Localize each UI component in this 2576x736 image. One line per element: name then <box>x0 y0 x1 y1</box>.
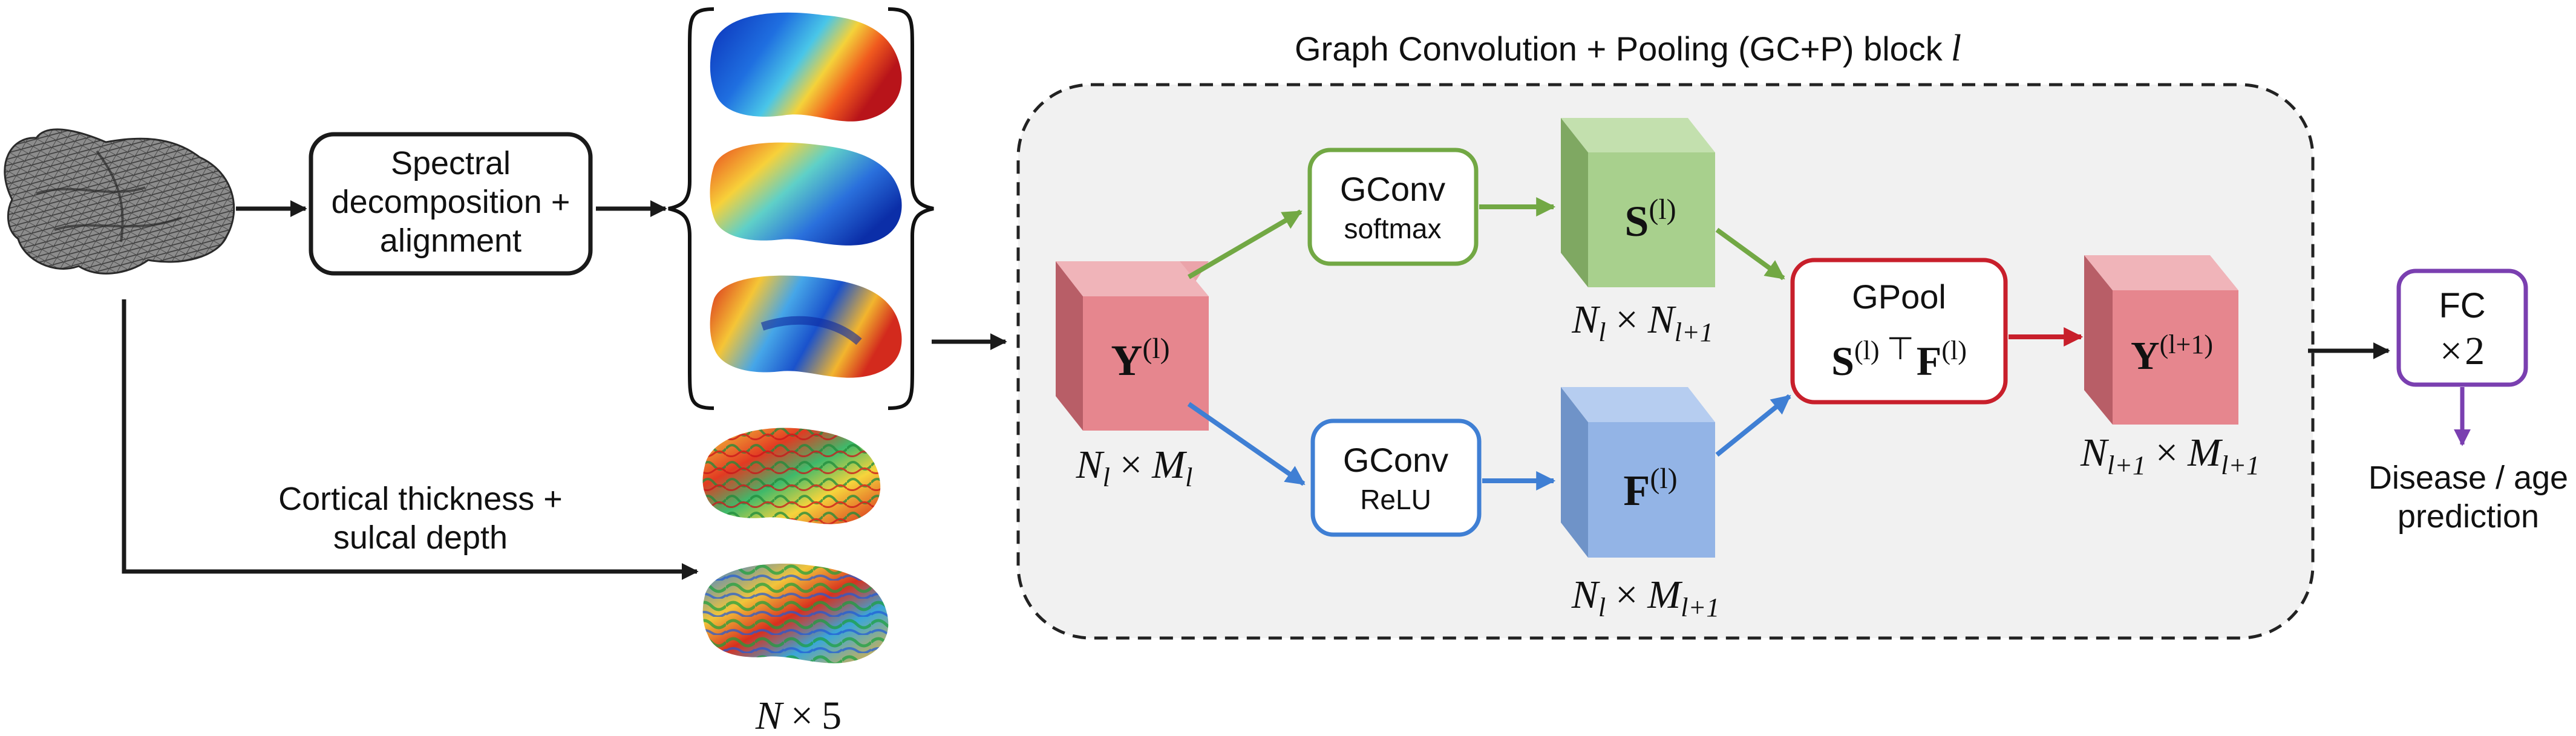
gpool-title: GPool <box>1852 278 1946 316</box>
eigenvector-surface-icon <box>710 12 902 122</box>
sulcal-depth-surface-icon <box>702 564 889 663</box>
arrow-brain-to-thickness <box>122 299 699 580</box>
spectral-line-1: Spectral <box>391 145 511 181</box>
arrow-y-to-gconv-bottom <box>1187 402 1306 486</box>
output-line-2: prediction <box>2398 498 2539 535</box>
block-title: Graph Convolution + Pooling (GC+P) block… <box>1295 28 1961 69</box>
gconv-bottom-activation: ReLU <box>1360 484 1431 515</box>
arrow-s-to-gpool <box>1715 227 1785 281</box>
spectral-line-3: alignment <box>380 223 521 259</box>
eigenvector-surface-icon <box>710 142 902 246</box>
fc-count: ×2 <box>2440 329 2485 373</box>
fc-title: FC <box>2439 286 2485 325</box>
cube-s-label: S(l) <box>1624 194 1676 246</box>
cube-f <box>1561 387 1715 558</box>
cube-y <box>1056 261 1209 431</box>
arrow-y-to-gconv-top <box>1187 209 1303 279</box>
thickness-line-1: Cortical thickness + <box>278 481 563 517</box>
dim-y-label: Nl×Ml <box>1076 443 1193 492</box>
gconv-top-activation: softmax <box>1344 213 1441 244</box>
output-line-1: Disease / age <box>2368 460 2568 496</box>
dim-f-label: Nl×Ml+1 <box>1571 573 1719 622</box>
gconv-relu-box <box>1310 418 1482 537</box>
left-brace <box>668 7 714 410</box>
thickness-surface-icon <box>702 428 881 524</box>
cube-y-next-label: Y(l+1) <box>2131 330 2213 378</box>
arrow-f-to-gpool <box>1715 394 1791 457</box>
brain-mesh-icon <box>4 128 235 275</box>
right-brace <box>888 7 934 410</box>
cube-s <box>1561 118 1715 287</box>
spectral-line-2: decomposition + <box>332 184 570 220</box>
fc-box <box>2396 269 2528 387</box>
cube-y-next <box>2084 255 2238 425</box>
spectral-decomposition-box <box>309 132 593 276</box>
gpool-formula: S(l)⊤F(l) <box>1831 332 1967 384</box>
dim-s-label: Nl×Nl+1 <box>1571 298 1713 347</box>
eigenvector-surface-icon <box>710 275 902 378</box>
gconv-softmax-box <box>1307 148 1479 266</box>
gpool-box <box>1790 258 2008 405</box>
gconv-bottom-title: GConv <box>1343 441 1448 479</box>
cube-y-label: Y(l) <box>1111 333 1169 385</box>
dim-y-next-label: Nl+1×Ml+1 <box>2080 431 2260 480</box>
gconv-top-title: GConv <box>1340 170 1445 208</box>
cube-f-label: F(l) <box>1623 463 1677 515</box>
thickness-line-2: sulcal depth <box>333 519 508 556</box>
n-by-5-label: N×5 <box>755 694 842 736</box>
